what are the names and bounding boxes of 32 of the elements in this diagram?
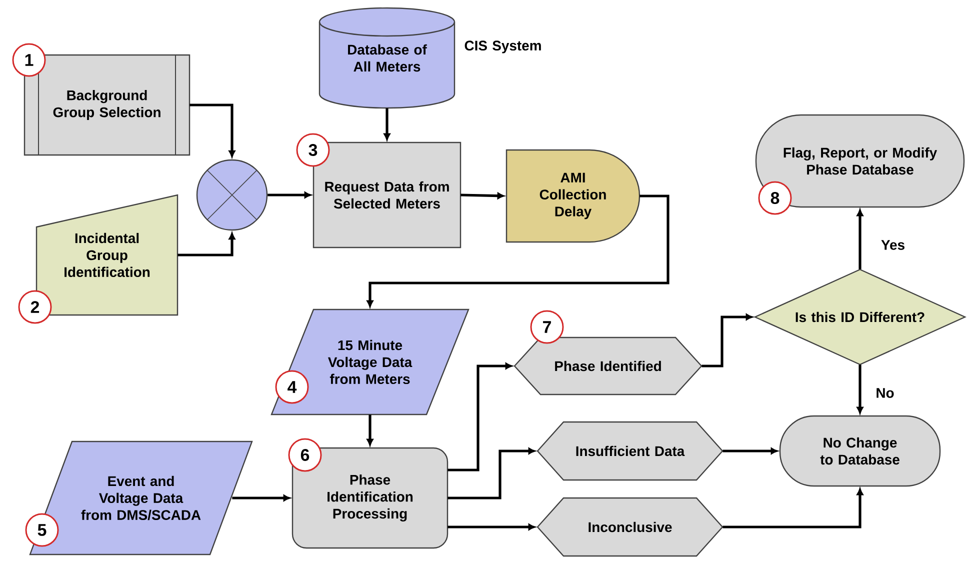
callout-number: 7 — [530, 310, 564, 344]
arrow — [448, 448, 536, 500]
arrow — [702, 314, 753, 368]
callout-number: 4 — [275, 370, 309, 404]
arrow — [722, 488, 864, 528]
callout-number: 2 — [18, 290, 52, 324]
arrow — [722, 448, 778, 454]
junction-circle — [196, 159, 268, 231]
callout-number: 5 — [25, 513, 59, 547]
arrow — [190, 104, 236, 158]
arrow — [856, 364, 864, 414]
callout-number: 8 — [758, 181, 792, 215]
arrow — [460, 192, 504, 199]
arrow — [384, 108, 390, 140]
arrow — [232, 494, 290, 502]
callout-number: 6 — [288, 438, 322, 472]
result-hexagon: Inconclusive — [536, 497, 724, 557]
callout-number: 1 — [12, 43, 46, 77]
edge-label: Yes — [880, 239, 906, 251]
arrow — [448, 362, 512, 472]
edge-label: No — [874, 387, 896, 399]
arrow — [268, 192, 312, 198]
arrow — [856, 209, 864, 270]
result-hexagon: Insufficient Data — [536, 421, 724, 481]
callout-number: 3 — [296, 133, 330, 167]
arrow — [366, 414, 374, 446]
database-cylinder: Database of All Meters — [318, 7, 456, 109]
caption-text: CIS System — [464, 40, 541, 54]
arrow — [366, 194, 670, 308]
result-hexagon: Phase Identified — [514, 336, 702, 396]
arrow — [178, 232, 236, 256]
arrow — [448, 524, 536, 530]
